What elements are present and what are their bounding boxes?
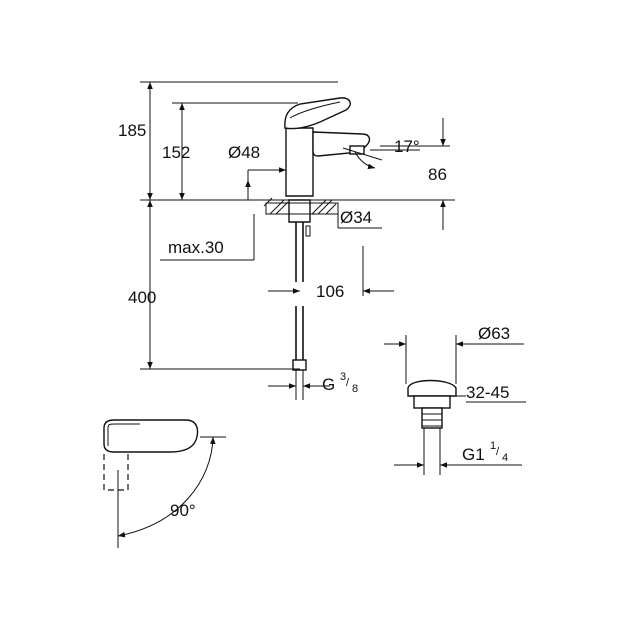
lever-top-inner xyxy=(107,423,140,446)
angle-arc-17 xyxy=(354,151,376,170)
label-diameter-34: Ø34 xyxy=(340,208,372,227)
faucet-side-view xyxy=(140,81,455,400)
counter-hatch xyxy=(263,197,339,215)
drain-flange xyxy=(413,395,451,409)
svg-text:/: / xyxy=(496,446,500,458)
label-400: 400 xyxy=(128,288,156,307)
drain-body xyxy=(421,407,443,429)
lever-rotated-outline xyxy=(103,454,129,491)
svg-text:8: 8 xyxy=(352,383,358,395)
lever-edge xyxy=(289,101,341,119)
label-106: 106 xyxy=(316,282,344,301)
label-angle-90: 90° xyxy=(170,501,196,520)
angle-ray-17 xyxy=(342,147,383,161)
label-drain-thread: G1 1 / 4 xyxy=(462,440,508,464)
label-diameter-63: Ø63 xyxy=(478,324,510,343)
svg-text:4: 4 xyxy=(502,452,508,464)
lever-top-outline xyxy=(103,419,199,453)
lever-angle-arc xyxy=(117,436,216,538)
svg-text:G: G xyxy=(322,375,335,394)
label-diameter-48: Ø48 xyxy=(228,143,260,162)
label-angle-17: 17° xyxy=(394,137,420,156)
label-hose-thread: G 3 / 8 xyxy=(322,371,358,395)
label-86: 86 xyxy=(428,165,447,184)
lever-top-view xyxy=(103,419,226,548)
faucet-body xyxy=(285,127,314,197)
label-max30: max.30 xyxy=(168,238,224,257)
label-32-45: 32-45 xyxy=(466,383,509,402)
svg-text:3: 3 xyxy=(340,371,346,383)
label-152: 152 xyxy=(162,143,190,162)
svg-text:G1: G1 xyxy=(462,445,485,464)
lever-handle xyxy=(284,97,351,130)
fixing-rod xyxy=(305,225,311,237)
svg-text:/: / xyxy=(346,377,350,389)
svg-text:1: 1 xyxy=(490,440,496,452)
drain-cap xyxy=(407,379,457,397)
label-185: 185 xyxy=(118,121,146,140)
mounting-shank xyxy=(288,199,311,223)
drain-view xyxy=(384,335,526,475)
hose-nut xyxy=(292,359,307,371)
